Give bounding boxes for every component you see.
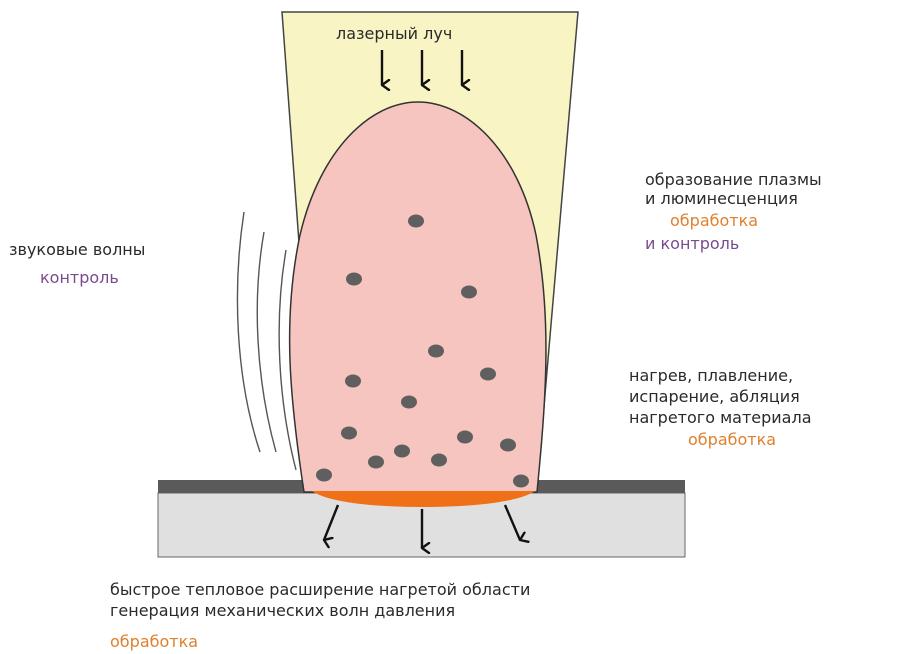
bottom-label-line2: генерация механических волн давления — [110, 601, 455, 620]
particle — [394, 445, 410, 458]
particle — [513, 475, 529, 488]
particle — [316, 469, 332, 482]
particle — [401, 396, 417, 409]
particle — [428, 345, 444, 358]
particle — [345, 375, 361, 388]
plasma-label-line2: и люминесценция — [645, 189, 798, 208]
heating-tag-processing: обработка — [688, 430, 776, 449]
particle — [431, 454, 447, 467]
sound-waves-label: звуковые волны — [9, 240, 145, 259]
particle — [500, 439, 516, 452]
heating-label-line2: испарение, абляция — [629, 387, 800, 406]
particle — [346, 273, 362, 286]
particle — [408, 215, 424, 228]
sound-tag-control: контроль — [40, 268, 119, 287]
laser-beam-label: лазерный луч — [336, 24, 452, 43]
bottom-label-line1: быстрое тепловое расширение нагретой обл… — [110, 580, 530, 599]
heating-label-line1: нагрев, плавление, — [629, 366, 793, 385]
particle — [480, 368, 496, 381]
bottom-tag-processing: обработка — [110, 632, 198, 651]
heating-label-line3: нагретого материала — [629, 408, 812, 427]
particle — [457, 431, 473, 444]
sound-wave-arc — [237, 212, 260, 452]
sound-wave-arc — [257, 232, 276, 452]
particle — [461, 286, 477, 299]
particle — [341, 427, 357, 440]
particle — [368, 456, 384, 469]
plasma-tag-control: и контроль — [645, 234, 739, 253]
plasma-tag-processing: обработка — [670, 211, 758, 230]
sound-waves — [237, 212, 296, 470]
plasma-label-line1: образование плазмы — [645, 170, 822, 189]
